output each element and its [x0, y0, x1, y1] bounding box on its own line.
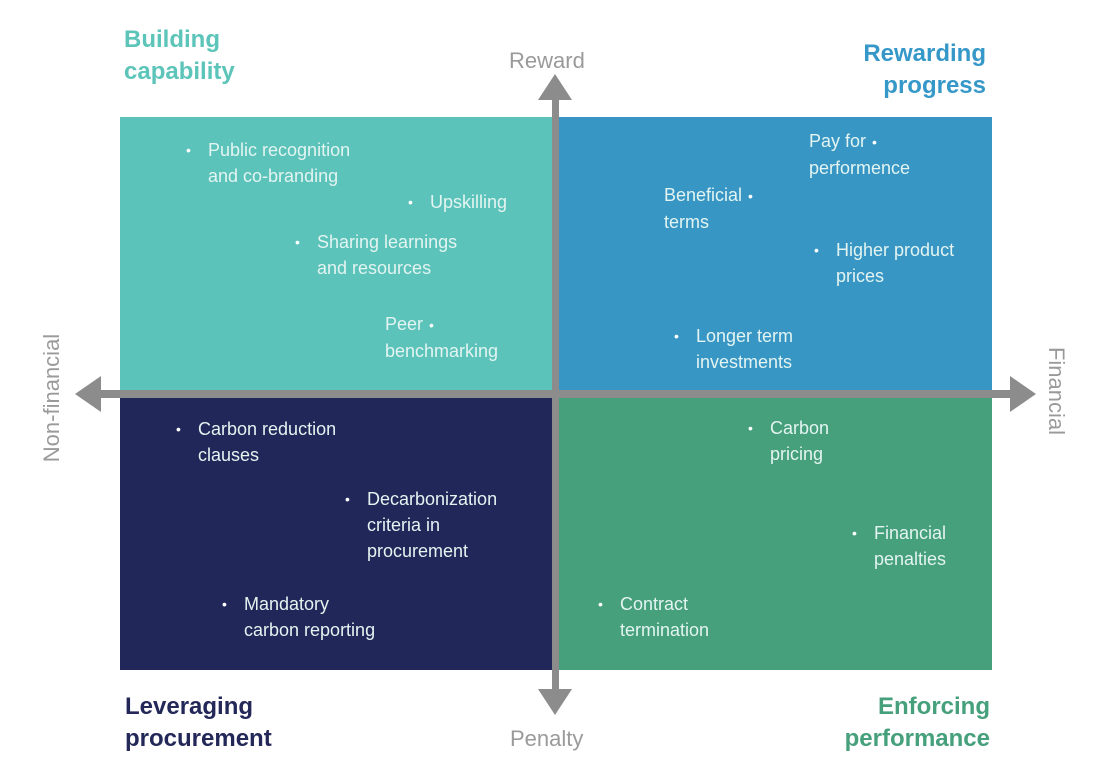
title-line: procurement	[125, 725, 272, 752]
bullet-icon: •	[345, 491, 350, 507]
title-enforcing-performance: Enforcing performance	[845, 691, 990, 755]
vertical-axis	[552, 97, 559, 693]
arrow-left-icon	[75, 376, 101, 412]
title-line: capability	[124, 58, 235, 85]
axis-label-non-financial: Non-financial	[39, 333, 64, 463]
bullet-icon: •	[408, 194, 413, 210]
title-leveraging-procurement: Leveraging procurement	[125, 691, 272, 755]
title-line: progress	[883, 72, 986, 99]
item-beneficial-terms: Beneficial• terms	[664, 185, 753, 232]
title-line: Enforcing	[878, 693, 990, 720]
item-longer-term-investments: • Longer term investments	[674, 323, 793, 375]
arrow-right-icon	[1010, 376, 1036, 412]
bullet-icon: •	[186, 142, 191, 158]
axis-label-reward: Reward	[509, 48, 585, 73]
quadrant-rewarding-progress	[559, 117, 992, 390]
item-carbon-reduction-clauses: • Carbon reduction clauses	[176, 416, 336, 468]
title-rewarding-progress: Rewarding progress	[863, 38, 986, 102]
item-decarbonization-criteria: • Decarbonization criteria in procuremen…	[345, 486, 497, 564]
arrow-down-icon	[538, 689, 572, 715]
item-peer-benchmarking: Peer• benchmarking	[385, 314, 499, 361]
item-sharing-learnings: • Sharing learnings and resources	[295, 229, 457, 281]
title-line: performance	[844, 725, 990, 752]
title-line: Rewarding	[863, 40, 986, 67]
title-line: Leveraging	[125, 693, 254, 720]
quadrant-leveraging-procurement	[120, 398, 552, 670]
bullet-icon: •	[872, 134, 877, 150]
item-carbon-pricing: • Carbon pricing	[748, 415, 829, 467]
arrow-up-icon	[538, 74, 572, 100]
bullet-icon: •	[814, 242, 819, 258]
quadrant-building-capability	[120, 117, 552, 390]
item-pay-for-performance: Pay for• performence	[809, 131, 911, 178]
item-contract-termination: • Contract termination	[598, 591, 709, 643]
bullet-icon: •	[748, 420, 753, 436]
bullet-icon: •	[429, 317, 434, 333]
bullet-icon: •	[176, 421, 181, 437]
axis-label-penalty: Penalty	[510, 726, 584, 751]
quadrant-enforcing-performance	[559, 398, 992, 670]
item-higher-product-prices: • Higher product prices	[814, 237, 954, 289]
bullet-icon: •	[748, 188, 753, 204]
item-public-recognition: • Public recognition and co-branding	[186, 137, 350, 189]
bullet-icon: •	[222, 596, 227, 612]
bullet-icon: •	[852, 525, 857, 541]
bullet-icon: •	[674, 328, 679, 344]
item-upskilling: • Upskilling	[408, 189, 507, 215]
item-mandatory-carbon-reporting: • Mandatory carbon reporting	[222, 591, 375, 643]
title-line: Building	[124, 26, 220, 53]
item-financial-penalties: • Financial penalties	[852, 520, 946, 572]
axis-label-financial: Financial	[1044, 346, 1069, 436]
bullet-icon: •	[598, 596, 603, 612]
bullet-icon: •	[295, 234, 300, 250]
title-building-capability: Building capability	[124, 24, 235, 88]
